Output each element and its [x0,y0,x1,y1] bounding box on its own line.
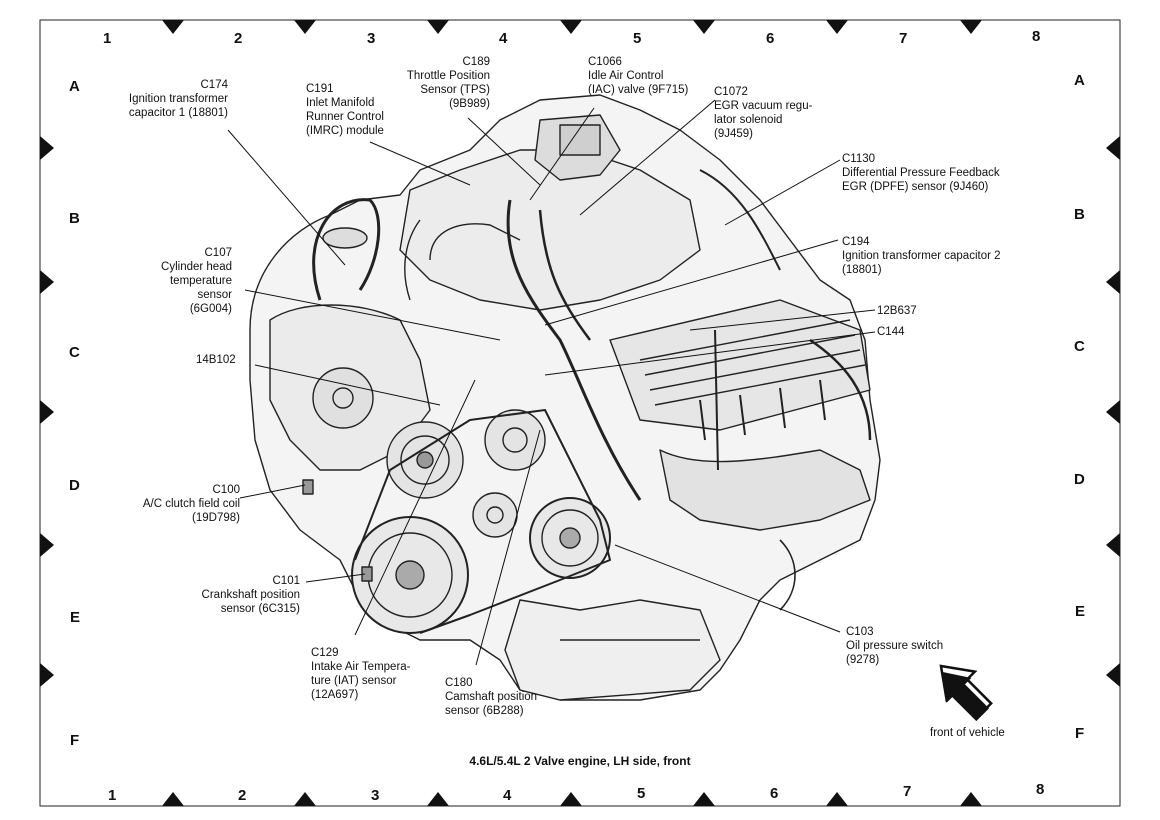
grid-col-top-6: 6 [766,30,775,47]
right-grid-markers [1106,136,1120,687]
grid-row-left-d: D [69,477,80,494]
grid-col-bottom-8: 8 [1036,781,1045,798]
grid-row-right-c: C [1074,338,1085,355]
grid-col-top-3: 3 [367,30,376,47]
callout-c103: C103 Oil pressure switch (9278) [846,626,944,666]
callout-c174: C174 Ignition transformer capacitor 1 (1… [128,79,228,119]
grid-col-bottom-2: 2 [238,787,247,804]
callout-c107: C107 Cylinder head temperature sensor (6… [161,247,232,315]
grid-row-left-f: F [70,732,80,749]
front-of-vehicle-arrow-icon [939,664,993,722]
grid-col-top-8: 8 [1032,28,1041,45]
grid-col-top-7: 7 [899,30,908,47]
grid-row-right-b: B [1074,206,1085,223]
bottom-grid-markers [162,792,982,806]
grid-row-left-c: C [69,344,80,361]
callout-12b637: 12B637 [877,305,917,317]
grid-col-top-4: 4 [499,30,508,47]
grid-row-left-e: E [70,609,81,626]
callout-c191: C191 Inlet Manifold Runner Control (IMRC… [306,83,384,137]
callout-c1066: C1066 Idle Air Control (IAC) valve (9F71… [588,56,689,96]
callout-c194: C194 Ignition transformer capacitor 2 (1… [842,236,1001,276]
grid-row-left-b: B [69,210,80,227]
callout-14b102: 14B102 [196,354,236,366]
leader-lines [227,99,876,666]
grid-col-top-1: 1 [103,30,112,47]
grid-col-top-5: 5 [633,30,642,47]
callout-c189: C189 Throttle Position Sensor (TPS) (9B9… [406,56,490,110]
top-grid-markers [162,20,982,34]
grid-row-right-f: F [1075,725,1085,742]
grid-col-top-2: 2 [234,30,243,47]
engine-illustration [249,94,881,701]
grid-row-right-d: D [1074,471,1085,488]
grid-col-bottom-4: 4 [503,787,512,804]
grid-col-bottom-6: 6 [770,785,779,802]
grid-col-bottom-1: 1 [108,787,117,804]
front-of-vehicle-label: front of vehicle [930,727,1005,739]
callout-c100: C100 A/C clutch field coil (19D798) [142,484,240,524]
callout-c129: C129 Intake Air Tempera- ture (IAT) sens… [311,647,411,701]
grid-row-right-e: E [1075,603,1086,620]
callout-c144: C144 [877,326,905,338]
grid-col-bottom-5: 5 [637,785,646,802]
callout-c1130: C1130 Differential Pressure Feedback EGR… [842,153,1000,193]
grid-col-bottom-3: 3 [371,787,380,804]
grid-row-right-a: A [1074,72,1085,89]
left-grid-markers [40,136,54,687]
callout-c1072: C1072 EGR vacuum regu- lator solenoid (9… [714,86,813,140]
callout-c180: C180 Camshaft position sensor (6B288) [445,677,538,717]
diagram-caption: 4.6L/5.4L 2 Valve engine, LH side, front [469,754,691,768]
grid-col-bottom-7: 7 [903,783,912,800]
grid-row-left-a: A [69,78,80,95]
callout-c101: C101 Crankshaft position sensor (6C315) [201,575,300,615]
